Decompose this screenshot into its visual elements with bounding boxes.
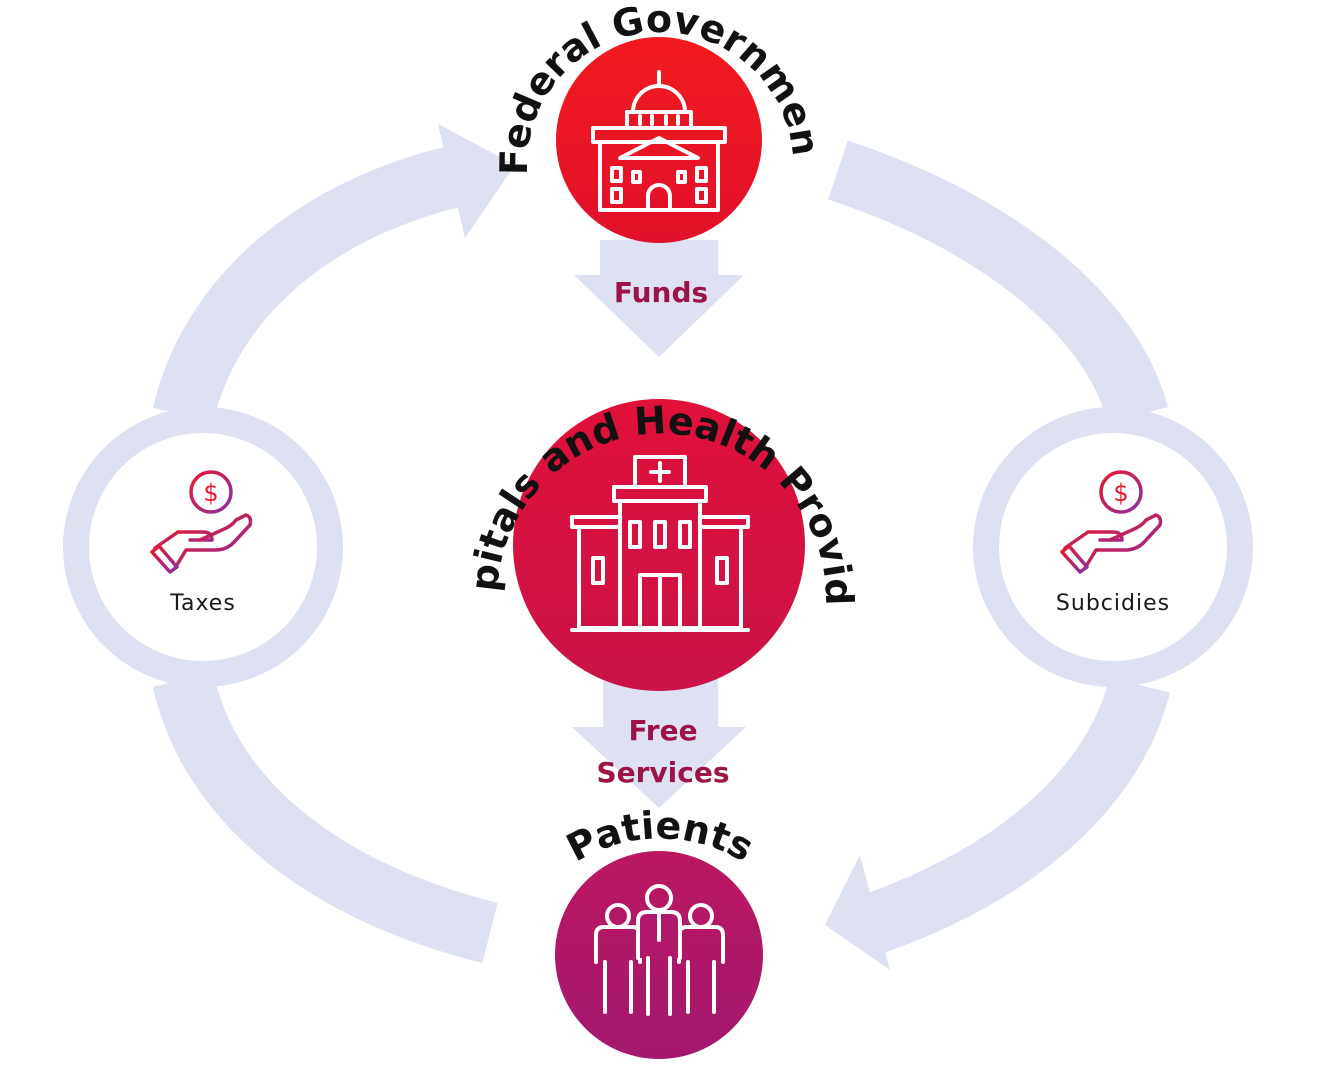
taxes-label: Taxes (169, 591, 236, 616)
free-services-label-line1: Free (628, 714, 697, 747)
arrow-federal-to-subsidies (828, 140, 1168, 424)
arrow-taxes-to-federal (152, 144, 468, 423)
subsidies-label: Subcidies (1056, 591, 1170, 616)
svg-text:$: $ (1113, 479, 1128, 507)
arrow-subsidies-to-patients (859, 676, 1170, 955)
arrow-head-patients-right (825, 855, 890, 970)
capitol-building-icon (591, 70, 727, 212)
taxes-ring (63, 407, 343, 687)
funds-arrow (574, 240, 744, 357)
arrow-head-federal-left (438, 124, 515, 238)
svg-text:$: $ (203, 479, 218, 507)
subsidies-ring (973, 407, 1253, 687)
cycle-arrows (152, 124, 1170, 970)
arrow-patients-to-taxes (152, 672, 498, 964)
hand-coin-icon: $ (150, 470, 253, 574)
funds-label: Funds (614, 276, 708, 309)
free-services-arrow (572, 665, 746, 808)
hospital-building-icon (570, 455, 750, 632)
free-services-label-line2: Services (596, 756, 729, 789)
hand-coin-icon: $ (1060, 470, 1163, 574)
people-group-icon (594, 884, 725, 1016)
